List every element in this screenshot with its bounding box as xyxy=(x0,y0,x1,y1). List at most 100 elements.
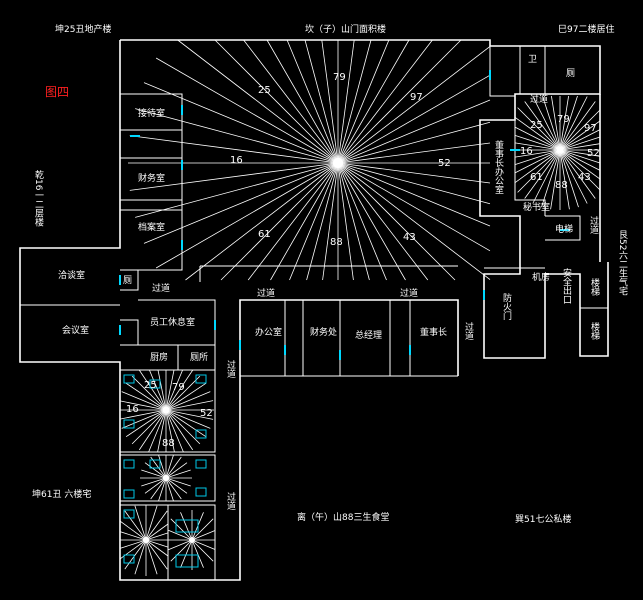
deg-right-97: 97 xyxy=(584,123,597,134)
compass-ray xyxy=(337,99,491,164)
room-label-stairs-2: 楼梯 xyxy=(589,321,600,341)
corridor-label-4: 过道 xyxy=(530,93,548,105)
compass-ray xyxy=(247,162,339,281)
compass-ray xyxy=(131,375,167,411)
compass-ray xyxy=(321,39,339,164)
deg-right-88: 88 xyxy=(555,180,568,191)
figure-label: 图四 xyxy=(45,85,69,99)
door-markers xyxy=(119,70,570,360)
compass-ray xyxy=(559,149,596,199)
compass-ray xyxy=(550,149,561,210)
deg-right-25: 25 xyxy=(530,120,543,131)
compass-ray xyxy=(337,162,491,280)
room-label-kitchen: 厨房 xyxy=(150,351,168,363)
deg-main-16: 16 xyxy=(230,155,243,166)
room-label-wc-1: 厕 xyxy=(123,275,132,286)
compass-ray xyxy=(191,518,214,541)
deg-main-61: 61 xyxy=(258,229,271,240)
compass-ray xyxy=(559,149,570,210)
compass-ray xyxy=(165,409,184,453)
compass-ray xyxy=(157,409,167,453)
compass-ray xyxy=(191,539,214,562)
room-label-meeting: 会议室 xyxy=(62,324,89,336)
compass-ray xyxy=(145,505,158,541)
compass-ray xyxy=(517,107,561,151)
compass-ray xyxy=(337,162,354,281)
compass-ray xyxy=(270,162,339,281)
compass-ray xyxy=(304,39,339,164)
fixture-boxes xyxy=(123,374,207,568)
room-label-elevator: 电梯 xyxy=(555,223,573,235)
compass-ray xyxy=(165,369,183,411)
compass-ray xyxy=(514,135,561,151)
compass-ray xyxy=(337,162,491,227)
deg-right-61: 61 xyxy=(530,172,543,183)
compass-ray xyxy=(165,369,194,411)
compass-ray xyxy=(145,532,169,541)
deg-main-79: 79 xyxy=(333,72,346,83)
compass-ray xyxy=(559,101,596,151)
left-compass-degrees: 25 79 16 52 88 xyxy=(126,380,213,449)
compass-ray xyxy=(145,539,169,557)
compass-center xyxy=(557,147,563,153)
bottom-label-left: 坤61丑 六楼宅 xyxy=(32,488,91,500)
compass-ray xyxy=(243,39,339,164)
compass-ray xyxy=(150,477,167,500)
room-label-fire-door: 防火门 xyxy=(501,292,512,321)
compass-ray xyxy=(170,518,193,541)
compass-ray xyxy=(129,135,339,164)
compass-ray xyxy=(306,162,339,281)
corridor-label-6: 过道 xyxy=(225,491,236,511)
compass-ray xyxy=(191,530,216,541)
compass-ray xyxy=(551,95,561,151)
compass-ray xyxy=(165,409,214,420)
compass-ray xyxy=(135,108,339,164)
compass-ray xyxy=(119,400,167,411)
compass-ray xyxy=(165,456,182,479)
compass-ray xyxy=(180,512,193,541)
compass-ray xyxy=(148,409,167,453)
compass-ray xyxy=(138,369,167,411)
compass-ray xyxy=(158,477,167,502)
corridor-label-2: 过道 xyxy=(257,287,275,299)
compass-ray xyxy=(165,409,207,438)
compass-ray xyxy=(134,505,147,541)
compass-ray xyxy=(559,120,601,151)
deg-right-52: 52 xyxy=(587,148,600,159)
compass-ray xyxy=(165,477,174,502)
deg-left-79: 79 xyxy=(172,382,185,393)
room-label-archive: 档案室 xyxy=(138,221,165,233)
compass-ray xyxy=(337,39,372,164)
room-label-finance-dept: 财务处 xyxy=(310,326,337,338)
compass-ray xyxy=(559,149,601,171)
compass-ray xyxy=(145,539,169,548)
compass-ray xyxy=(119,520,147,541)
top-label-left: 坤25丑地产楼 xyxy=(55,23,111,35)
compass-ray xyxy=(149,369,167,411)
compass-ray xyxy=(165,409,211,429)
deg-main-97: 97 xyxy=(410,92,423,103)
compass-ray xyxy=(559,149,601,157)
compass-ray xyxy=(145,523,169,541)
deg-main-52: 52 xyxy=(438,158,451,169)
room-label-toilet: 厕所 xyxy=(190,352,208,363)
room-label-wc-2: 厕 xyxy=(566,68,575,79)
compass-ray xyxy=(119,539,147,549)
compass-ray xyxy=(167,529,193,541)
compass-ray xyxy=(177,39,339,164)
compass-ray xyxy=(124,510,147,541)
top-label-right: 巳97二楼居住 xyxy=(558,23,614,35)
room-label-general-manager: 总经理 xyxy=(355,329,382,341)
compass-ray xyxy=(517,149,561,193)
compass-ray xyxy=(266,39,339,164)
building-walls xyxy=(19,39,609,581)
compass-ray xyxy=(144,477,167,494)
room-label-machine-room: 机房 xyxy=(532,271,550,283)
compass-ray xyxy=(165,477,188,494)
compass-ray xyxy=(337,142,491,164)
compass-ray xyxy=(337,121,491,164)
compass-ray xyxy=(559,149,601,164)
compass-ray xyxy=(559,143,601,151)
